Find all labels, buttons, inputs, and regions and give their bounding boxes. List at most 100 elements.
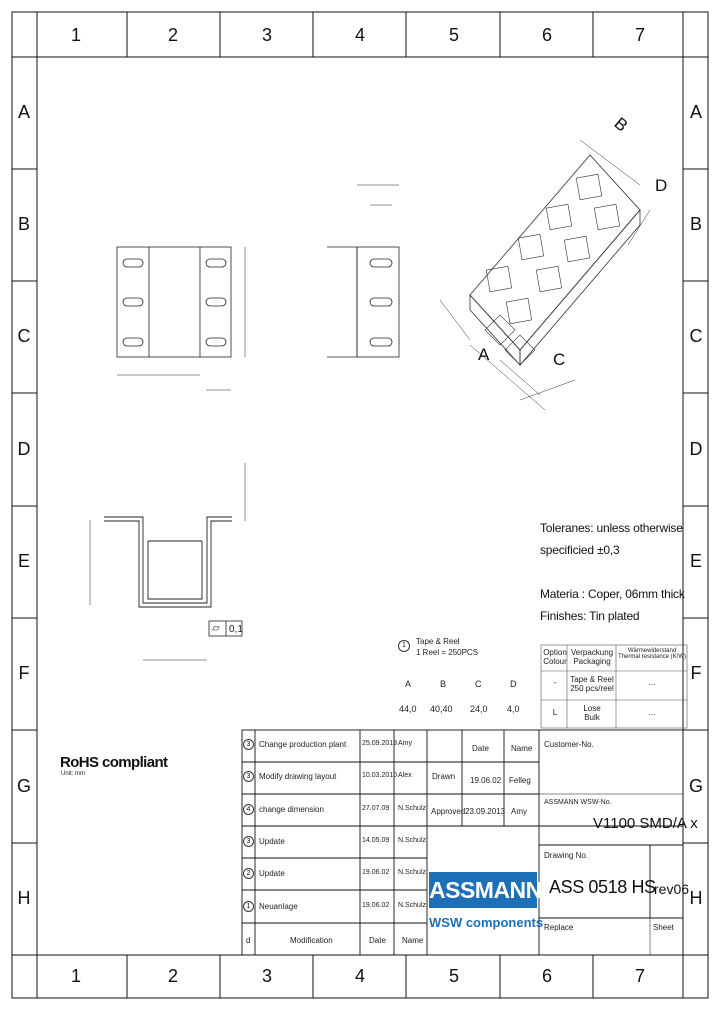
revision-text: Update — [259, 837, 285, 846]
column-label: 2 — [167, 25, 178, 45]
iso-dim-label-c: C — [553, 350, 566, 369]
option-table-grid — [540, 644, 688, 729]
dim-header: A — [405, 679, 412, 689]
row-label: G — [688, 776, 703, 796]
option-header-packaging: Verpackung Packaging — [570, 648, 614, 666]
material-note: Materia : Coper, 06mm thick — [540, 587, 685, 601]
rohs-title: RoHS compliant — [60, 754, 168, 771]
rev-footer-name: Name — [402, 936, 424, 945]
packing-note-circle: 1 — [398, 640, 410, 652]
drawing-no-label: Drawing No. — [544, 851, 589, 860]
revision-text: Neuanlage — [259, 902, 298, 911]
revision-text: change dimension — [259, 805, 324, 814]
column-label: 6 — [541, 25, 552, 45]
revision-date: 25.09.2013 — [362, 740, 398, 747]
finish-note: Finishes: Tin plated — [540, 609, 640, 623]
column-label: 7 — [634, 966, 645, 986]
column-label: 4 — [354, 25, 365, 45]
drawn-date: 19.06.02 — [470, 776, 502, 785]
title-block-grid — [241, 729, 684, 956]
dim-value: 24,0 — [470, 704, 488, 714]
revision-name: N.Schulz — [398, 869, 427, 876]
option-row-2-packaging: Lose Bulk — [583, 704, 601, 722]
tolerance-line-2: specificied ±0,3 — [540, 543, 620, 557]
tolerance-line-1: Toleranes: unless otherwise — [540, 521, 683, 535]
option-header-colour: Option Colour — [543, 648, 567, 666]
dim-value: 4,0 — [507, 704, 520, 714]
drawn-name: Felleg — [509, 776, 531, 785]
sheet-label: Sheet — [653, 923, 674, 932]
replace-label: Replace — [544, 923, 574, 932]
iso-dim-label-d: D — [655, 176, 668, 195]
dim-header: D — [510, 679, 517, 689]
assmann-logo: ASSMANN — [429, 872, 542, 908]
revision-index: 2 — [243, 868, 254, 879]
packing-note-line-2: 1 Reel = 250PCS — [416, 648, 479, 657]
rev-footer-modification: Modification — [290, 936, 333, 945]
isometric-view — [439, 139, 651, 411]
revision-name: N.Schulz — [398, 902, 427, 909]
revision-text: Change production plant — [259, 740, 347, 749]
option-row-2-colour: L — [552, 708, 558, 717]
option-header-thermal: Wärmewiderstand Thermal resistance (K/W) — [617, 648, 686, 660]
row-label: E — [689, 551, 702, 571]
option-row-1-colour: - — [553, 678, 557, 687]
revision-index: 4 — [243, 804, 254, 815]
rev-footer-date: Date — [369, 936, 386, 945]
dim-header: C — [475, 679, 482, 689]
revision-date: 10.03.2010 — [362, 772, 398, 779]
assmann-no-label: ASSMANN WSW-No. — [544, 799, 612, 806]
approval-date-header: Date — [472, 744, 489, 753]
drawn-label: Drawn — [432, 772, 456, 781]
row-label: H — [17, 888, 31, 908]
revision-date: 19.06.02 — [362, 869, 390, 876]
option-row-1-thermal: ... — [648, 678, 656, 687]
approved-date: 23.09.2013 — [465, 807, 506, 816]
revision-code: rev06 — [654, 881, 690, 897]
revision-text: Modify drawing layout — [259, 772, 337, 781]
revision-name: N.Schulz — [398, 837, 427, 844]
column-label: 2 — [167, 966, 178, 986]
revision-date: 19.06.02 — [362, 902, 390, 909]
column-label: 5 — [448, 25, 459, 45]
dim-header: B — [440, 679, 447, 689]
column-label: 1 — [70, 25, 81, 45]
row-label: H — [689, 888, 703, 908]
drawing-number: ASS 0518 HS — [549, 877, 656, 897]
revision-name: Amy — [398, 740, 412, 747]
row-label: D — [17, 439, 31, 459]
column-label: 4 — [354, 966, 365, 986]
iso-dim-label-a: A — [478, 345, 490, 364]
column-label: 1 — [70, 966, 81, 986]
revision-index: 3 — [243, 739, 254, 750]
part-number: V1100 SMD/A x — [593, 815, 698, 832]
revision-index: 1 — [243, 901, 254, 912]
row-label: A — [689, 102, 702, 122]
column-label: 7 — [634, 25, 645, 45]
dim-value: 44,0 — [399, 704, 417, 714]
dim-value: 40,40 — [430, 704, 453, 714]
row-label: C — [689, 326, 703, 346]
rev-footer-index: d — [246, 936, 251, 945]
side-view — [327, 184, 400, 358]
row-label: D — [689, 439, 703, 459]
option-row-1-packaging: Tape & Reel 250 pcs/reel — [570, 675, 614, 693]
row-label: F — [690, 663, 702, 683]
row-label: F — [18, 663, 30, 683]
approval-name-header: Name — [511, 744, 533, 753]
row-label: G — [16, 776, 31, 796]
revision-index: 3 — [243, 836, 254, 847]
row-label: E — [17, 551, 30, 571]
profile-view — [89, 463, 246, 661]
revision-date: 14.05.09 — [362, 837, 390, 844]
flatness-value: 0,1 — [229, 624, 243, 635]
row-label: A — [17, 102, 30, 122]
column-label: 3 — [261, 966, 272, 986]
column-label: 5 — [448, 966, 459, 986]
revision-name: Alex — [398, 772, 412, 779]
row-label: C — [17, 326, 31, 346]
packing-note-line-1: Tape & Reel — [416, 637, 460, 646]
revision-name: N.Schulz — [398, 805, 427, 812]
top-view — [116, 246, 246, 391]
